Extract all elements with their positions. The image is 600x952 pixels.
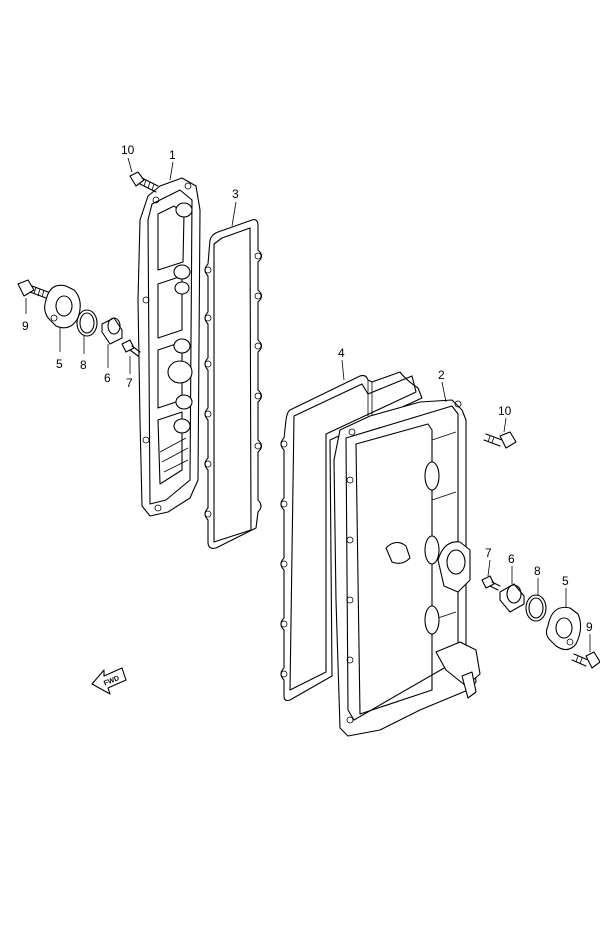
exhaust-cover-right	[333, 399, 481, 737]
screw-7-left	[121, 339, 141, 357]
o-ring-8-left	[76, 309, 98, 337]
callout-8-right: 8	[534, 564, 541, 578]
leader-lines	[25, 157, 591, 652]
callout-2: 2	[438, 368, 445, 382]
gasket-right	[280, 371, 423, 702]
flange-5-right	[545, 606, 582, 651]
bolt-10-right	[483, 431, 517, 449]
callout-10-left: 10	[121, 143, 135, 157]
callout-7-right: 7	[485, 546, 492, 560]
callout-8-left: 8	[80, 358, 87, 372]
flange-5-left	[44, 284, 81, 329]
o-ring-8-right	[525, 594, 547, 622]
callout-5-right: 5	[562, 574, 569, 588]
callout-7-left: 7	[126, 376, 133, 390]
exhaust-cover-left	[137, 177, 201, 517]
bolt-9-right	[571, 651, 600, 669]
callout-9-right: 9	[586, 620, 593, 634]
collar-6-right	[499, 583, 525, 613]
callout-6-left: 6	[104, 371, 111, 385]
bolt-9-left	[17, 279, 49, 299]
callout-3: 3	[232, 187, 239, 201]
fwd-arrow-icon: FWD	[91, 667, 127, 695]
gasket-left	[204, 219, 263, 549]
callouts: 10 1 3 9 5 8 6 7 4 2 10 7 6 8 5 9	[22, 143, 593, 634]
screw-7-right	[481, 575, 501, 591]
callout-1: 1	[169, 148, 176, 162]
callout-6-right: 6	[508, 552, 515, 566]
callout-4: 4	[338, 346, 345, 360]
callout-10-right: 10	[498, 404, 512, 418]
bolt-10-left	[129, 171, 159, 193]
callout-9-left: 9	[22, 319, 29, 333]
collar-6-left	[101, 317, 123, 345]
callout-5-left: 5	[56, 357, 63, 371]
